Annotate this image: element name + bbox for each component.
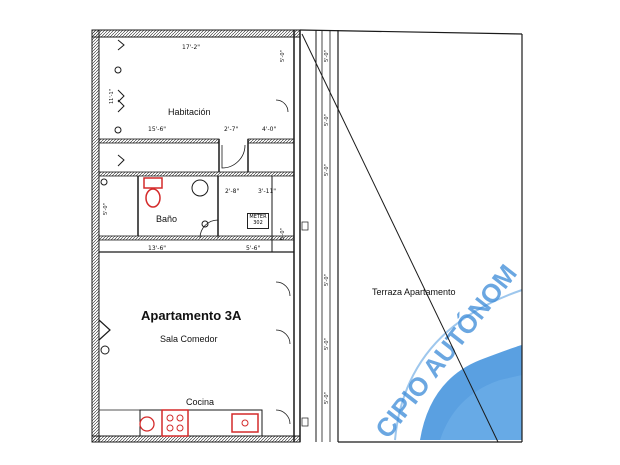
dim-bedroom-width: 15'-6" bbox=[148, 126, 167, 133]
dim-living-width: 13'-6" bbox=[148, 245, 167, 252]
svg-text:5'-0": 5'-0" bbox=[324, 114, 330, 126]
room-label-living-dining: Sala Comedor bbox=[160, 334, 218, 344]
tub-fixture bbox=[143, 177, 163, 189]
dim-hall-b: 3'-11" bbox=[258, 188, 277, 195]
sink-fixture bbox=[191, 179, 209, 197]
svg-text:5'-0": 5'-0" bbox=[324, 274, 330, 286]
svg-text:5'-0": 5'-0" bbox=[280, 228, 286, 240]
dim-closet-a: 2'-7" bbox=[224, 126, 239, 133]
room-label-bedroom: Habitación bbox=[168, 107, 211, 117]
room-label-bathroom: Baño bbox=[156, 214, 178, 224]
svg-text:5'-0": 5'-0" bbox=[324, 164, 330, 176]
dim-top-width: 17'-2" bbox=[182, 44, 201, 51]
doors bbox=[98, 99, 291, 425]
apartment-title: Apartamento 3A bbox=[141, 308, 242, 323]
kitchen-fixtures bbox=[139, 409, 259, 437]
dim-bedroom-height: 11'-1" bbox=[109, 88, 115, 104]
svg-text:5'-0": 5'-0" bbox=[324, 392, 330, 404]
room-label-kitchen: Cocina bbox=[186, 397, 215, 407]
bath-fixtures bbox=[143, 177, 209, 228]
dim-hall-a: 2'-8" bbox=[225, 188, 240, 195]
sink-icon bbox=[231, 413, 259, 433]
refrigerator-icon bbox=[139, 416, 155, 432]
svg-text:5'-0": 5'-0" bbox=[280, 50, 286, 62]
windows bbox=[100, 39, 125, 355]
svg-text:5'-0": 5'-0" bbox=[324, 50, 330, 62]
meter-label: METER bbox=[249, 214, 267, 220]
dim-entry-width: 5'-6" bbox=[246, 245, 261, 252]
stove-icon bbox=[161, 409, 189, 437]
rail-posts bbox=[301, 221, 309, 427]
room-label-terrace: Terraza Apartamento bbox=[372, 287, 456, 297]
toilet-fixture bbox=[145, 188, 161, 208]
balcony-dims: 5'-0" 5'-0" 5'-0" 5'-0" 5'-0" 5'-0" 5'-0… bbox=[280, 50, 330, 404]
dim-closet-b: 4'-0" bbox=[262, 126, 277, 133]
meter-box: METER 302 bbox=[247, 213, 269, 229]
meter-number: 302 bbox=[253, 220, 263, 226]
dim-bath-height: 5'-0" bbox=[103, 203, 109, 215]
svg-text:5'-0": 5'-0" bbox=[324, 338, 330, 350]
walls bbox=[91, 29, 523, 443]
